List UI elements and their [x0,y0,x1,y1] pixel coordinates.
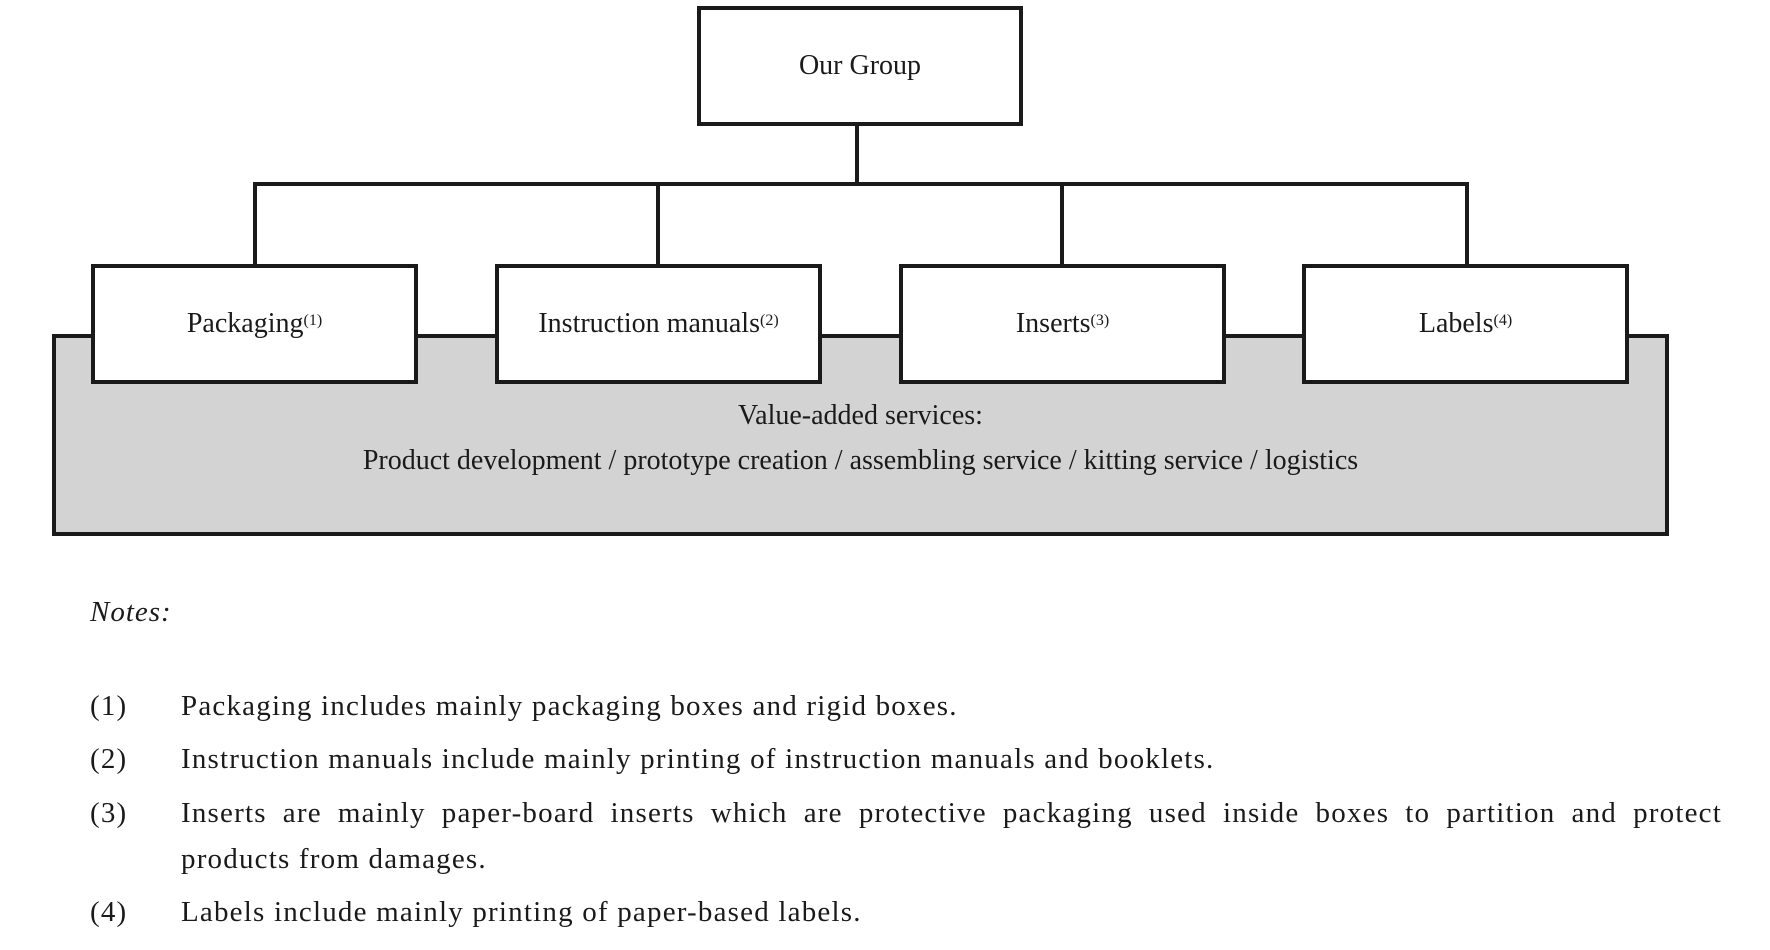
note-text: Packaging includes mainly packaging boxe… [181,690,958,722]
inserts-note-ref: (3) [1090,312,1110,329]
connector-instruction-manuals [656,182,660,266]
note-text: Inserts are mainly paper-board inserts w… [181,797,1722,875]
labels-note-ref: (4) [1493,312,1513,329]
note-number: (1) [90,690,128,722]
note-number: (4) [90,896,128,928]
our-group-label: Our Group [798,50,922,81]
inserts-label: Inserts [1015,308,1091,339]
root-connector [855,124,859,186]
services-list: Product development / prototype creation… [362,445,1359,476]
instruction-manuals-note-ref: (2) [759,312,779,329]
labels-box: Labels(4) [1302,264,1629,384]
note-number: (2) [90,743,128,775]
instruction-manuals-label: Instruction manuals [538,308,760,339]
services-heading: Value-added services: [738,400,983,431]
connector-inserts [1060,182,1064,266]
note-text: Instruction manuals include mainly print… [181,743,1215,775]
packaging-box: Packaging(1) [91,264,418,384]
note-text: Labels include mainly printing of paper-… [181,896,862,928]
our-group-box: Our Group [697,6,1023,126]
inserts-box: Inserts(3) [899,264,1226,384]
packaging-label: Packaging [186,308,304,339]
horizontal-connector [253,182,1469,186]
note-number: (3) [90,797,128,829]
connector-packaging [253,182,257,266]
labels-label: Labels [1418,308,1494,339]
packaging-note-ref: (1) [303,312,323,329]
connector-labels [1465,182,1469,266]
instruction-manuals-box: Instruction manuals(2) [495,264,822,384]
notes-title: Notes: [90,596,172,628]
